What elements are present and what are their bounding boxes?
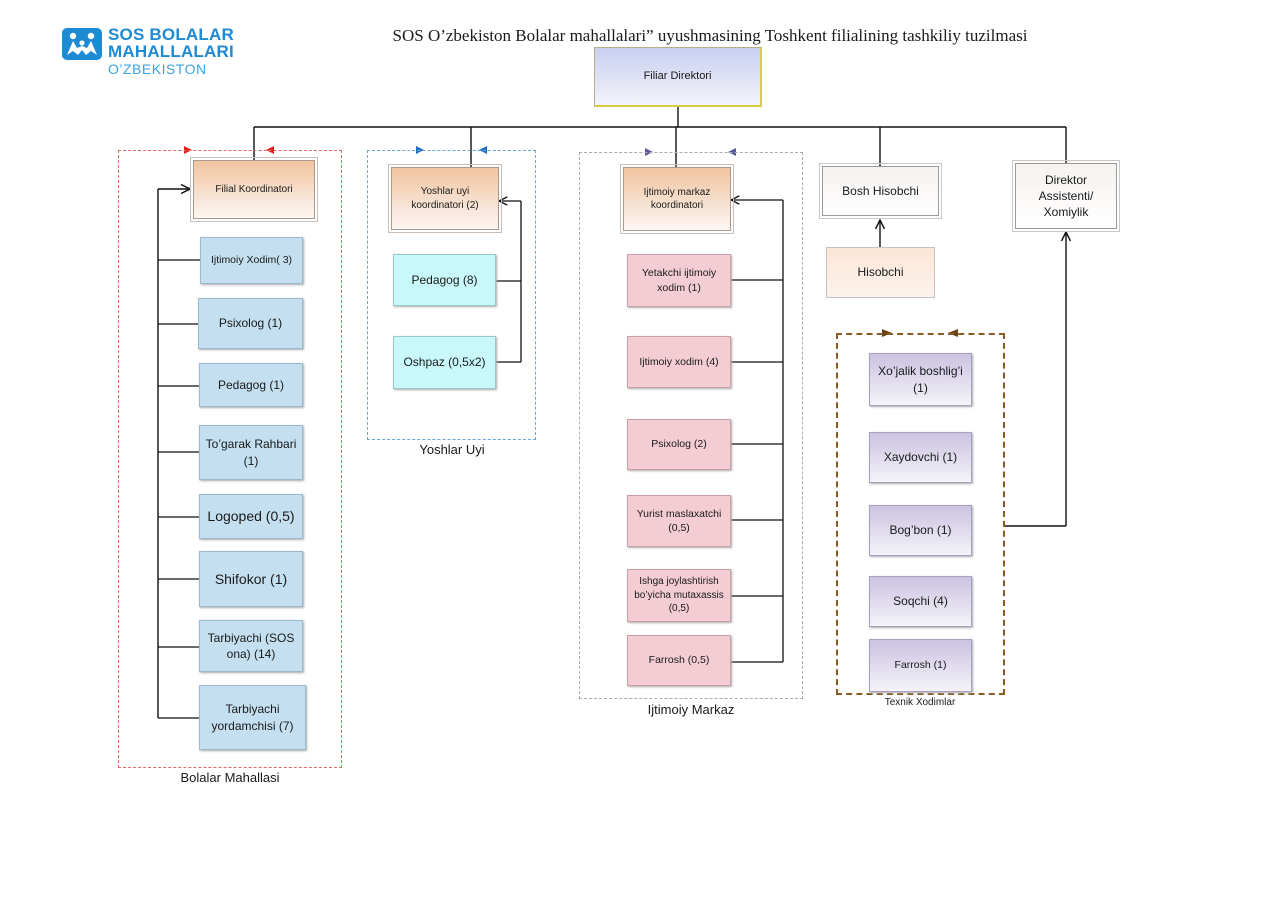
bosh-hisobchi-box: Bosh Hisobchi <box>819 163 942 219</box>
logo-text-line1: SOS BOLALAR <box>108 25 234 44</box>
texnik-member-3: Bog’bon (1) <box>869 505 972 556</box>
texnik-xodimlar-frame <box>836 333 1005 695</box>
yoshlar-member-1: Pedagog (8) <box>393 254 496 306</box>
texnik-member-5: Farrosh (1) <box>869 639 972 692</box>
texnik-xodimlar-label: Texnik Xodimlar <box>884 697 956 708</box>
bolalar-mahallasi-frame <box>118 150 342 768</box>
filiar-direktori-box: Filiar Direktori <box>594 47 762 107</box>
ijtimoiy-markaz-frame <box>579 152 803 699</box>
ijtimoiy-member-1: Yetakchi ijtimoiy xodim (1) <box>627 254 731 307</box>
ijtimoiy-member-2: Ijtimoiy xodim (4) <box>627 336 731 388</box>
texnik-member-1: Xo’jalik boshlig’i (1) <box>869 353 972 406</box>
sos-logo: SOS BOLALAR MAHALLALARI O’ZBEKISTON <box>62 26 262 80</box>
ijtimoiy-member-3: Psixolog (2) <box>627 419 731 470</box>
bolalar-member-3: Pedagog (1) <box>199 363 303 407</box>
ijtimoiy-markaz-koordinatori-box: Ijtimoiy markaz koordinatori <box>620 164 734 234</box>
page-title: SOS O’zbekiston Bolalar mahallalari” uyu… <box>392 26 1028 45</box>
filial-koordinatori-box: Filial Koordinatori <box>190 157 318 222</box>
sos-children-logo-icon <box>62 28 102 60</box>
bolalar-member-6: Shifokor (1) <box>199 551 303 607</box>
hisobchi-box: Hisobchi <box>826 247 935 298</box>
bolalar-member-5: Logoped (0,5) <box>199 494 303 539</box>
bolalar-member-1: Ijtimoiy Xodim( 3) <box>200 237 303 284</box>
direktor-assistenti-box: Direktor Assistenti/ Xomiylik <box>1012 160 1120 232</box>
bolalar-member-4: To’garak Rahbari (1) <box>199 425 303 480</box>
logo-text-line3: O’ZBEKISTON <box>108 61 207 77</box>
yoshlar-member-2: Oshpaz (0,5x2) <box>393 336 496 389</box>
ijtimoiy-markaz-label: Ijtimoiy Markaz <box>647 702 735 717</box>
yoshlar-uyi-frame <box>367 150 536 440</box>
ijtimoiy-member-4: Yurist maslaxatchi (0,5) <box>627 495 731 547</box>
texnik-member-2: Xaydovchi (1) <box>869 432 972 483</box>
texnik-member-4: Soqchi (4) <box>869 576 972 627</box>
yoshlar-uyi-label: Yoshlar Uyi <box>419 442 485 457</box>
bolalar-member-2: Psixolog (1) <box>198 298 303 349</box>
bolalar-member-8: Tarbiyachi yordamchisi (7) <box>199 685 306 750</box>
yoshlar-uyi-koordinatori-box: Yoshlar uyi koordinatori (2) <box>388 164 502 233</box>
bolalar-mahallasi-label: Bolalar Mahallasi <box>180 770 280 785</box>
logo-text-line2: MAHALLALARI <box>108 42 234 61</box>
ijtimoiy-member-5: Ishga joylashtirish bo’yicha mutaxassis … <box>627 569 731 622</box>
ijtimoiy-member-6: Farrosh (0,5) <box>627 635 731 686</box>
bolalar-member-7: Tarbiyachi (SOS ona) (14) <box>199 620 303 672</box>
